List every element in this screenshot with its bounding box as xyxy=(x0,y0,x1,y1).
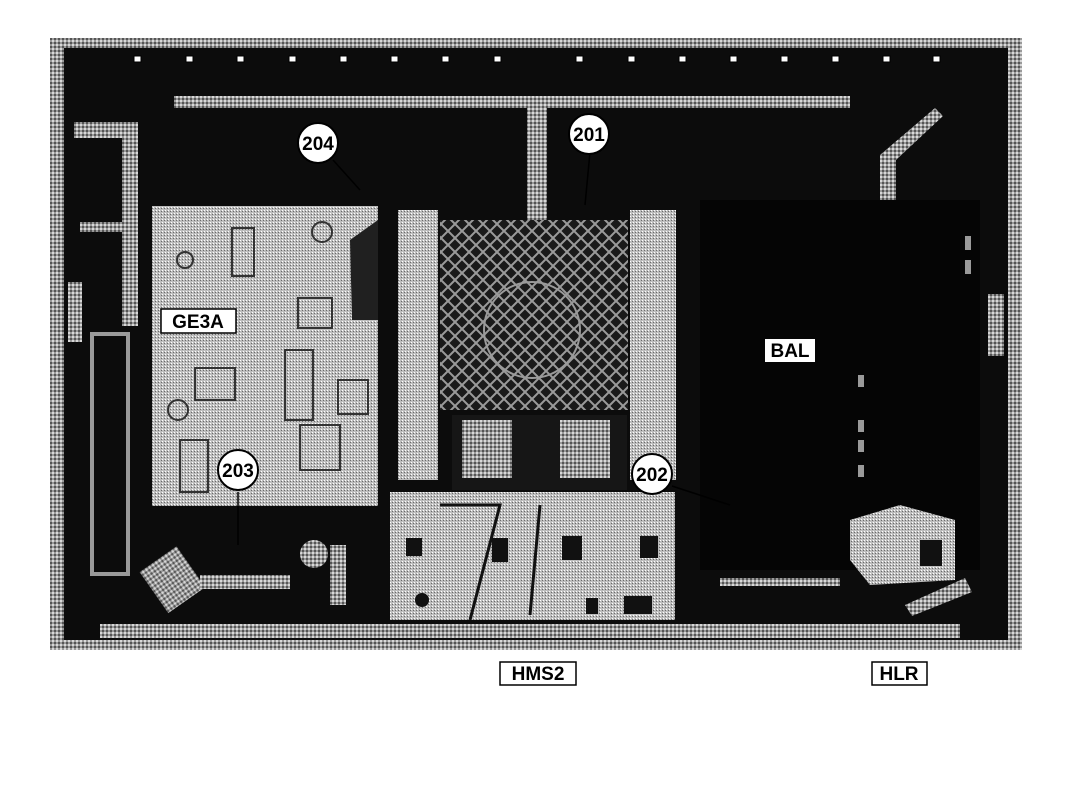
callout-204: 204 xyxy=(297,122,339,164)
bal-area xyxy=(700,200,980,585)
ge3a-board xyxy=(152,206,378,506)
callout-201-text: 201 xyxy=(573,125,605,146)
leader-lines xyxy=(237,151,731,545)
label-hms2: HMS2 xyxy=(499,661,577,686)
callout-202-text: 202 xyxy=(636,465,668,486)
callout-201: 201 xyxy=(568,113,610,155)
label-hlr-text: HLR xyxy=(879,664,918,685)
label-ge3a-text: GE3A xyxy=(172,312,224,333)
callout-202: 202 xyxy=(631,453,673,495)
callout-203: 203 xyxy=(217,449,259,491)
label-bal-text: BAL xyxy=(770,341,809,362)
label-hms2-text: HMS2 xyxy=(512,664,565,685)
callout-203-text: 203 xyxy=(222,461,254,482)
label-ge3a: GE3A xyxy=(160,308,237,334)
hms2-board xyxy=(390,210,785,621)
callout-204-text: 204 xyxy=(302,134,334,155)
label-hlr: HLR xyxy=(871,661,928,686)
label-bal: BAL xyxy=(765,339,815,362)
